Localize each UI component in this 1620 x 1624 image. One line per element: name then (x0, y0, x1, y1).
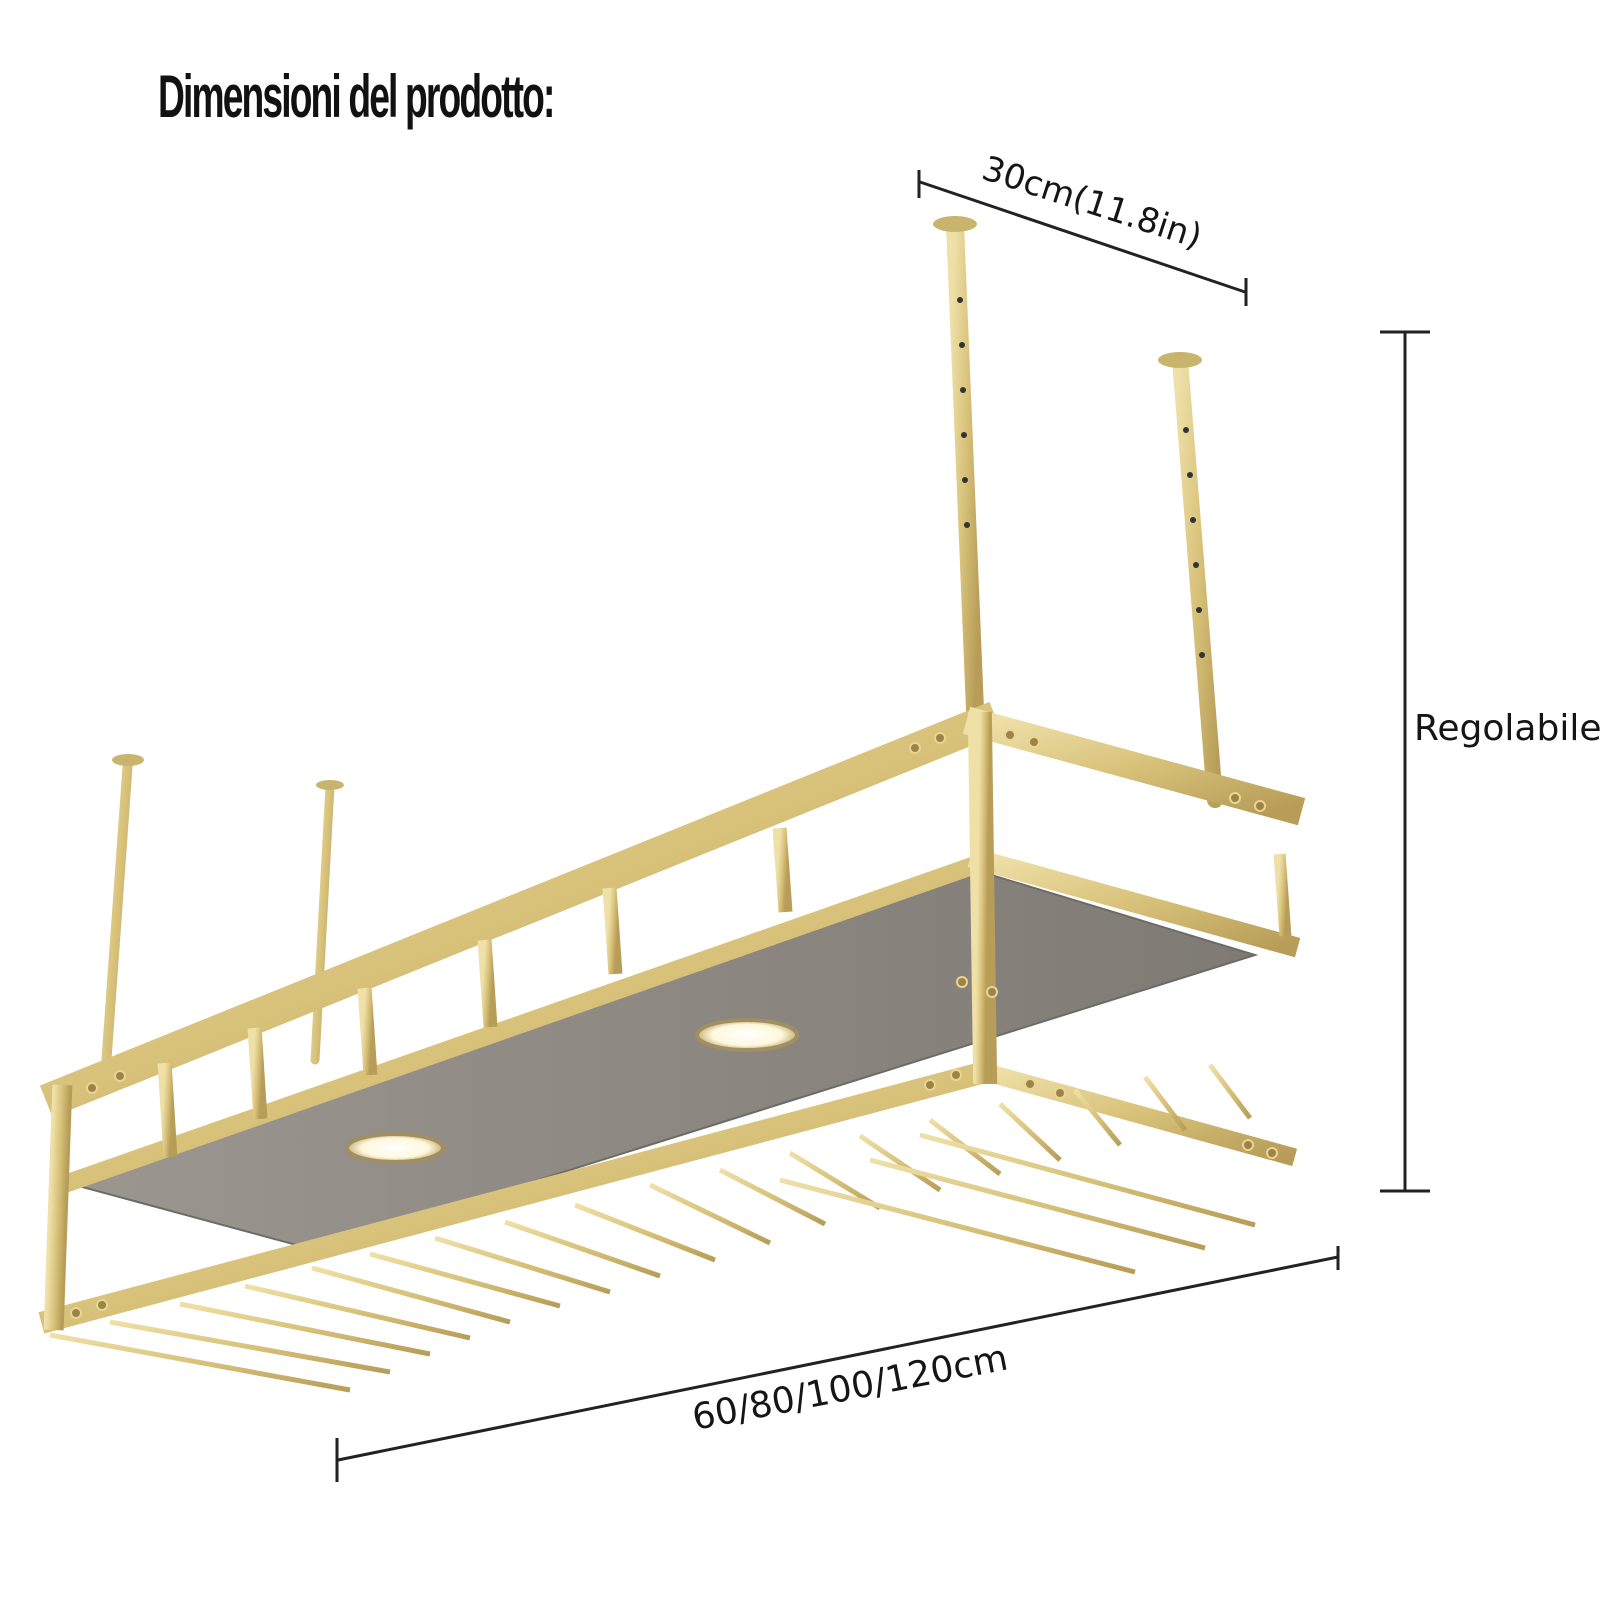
led-light-right (695, 1018, 799, 1052)
rod-front-right (946, 216, 984, 719)
length-label: 60/80/100/120cm (689, 1337, 1011, 1438)
bolts (70, 729, 1278, 1319)
ceiling-rods (100, 216, 1223, 1085)
rod-cap-back-right (1158, 352, 1202, 368)
dimension-lines (335, 170, 1430, 1482)
rod-back-left (310, 780, 335, 1065)
height-label: Regolabile (1414, 708, 1602, 749)
rod-cap-front-left (112, 754, 144, 766)
rod-cap-front-right (933, 216, 977, 232)
page-title: Dimensioni del prodotto: (158, 63, 555, 130)
rod-cap-back-left (316, 780, 344, 790)
rod-back-right (1172, 352, 1223, 808)
rod-front-left (100, 755, 133, 1085)
glass-hangers (49, 1063, 1256, 1393)
led-light-left (345, 1132, 445, 1164)
